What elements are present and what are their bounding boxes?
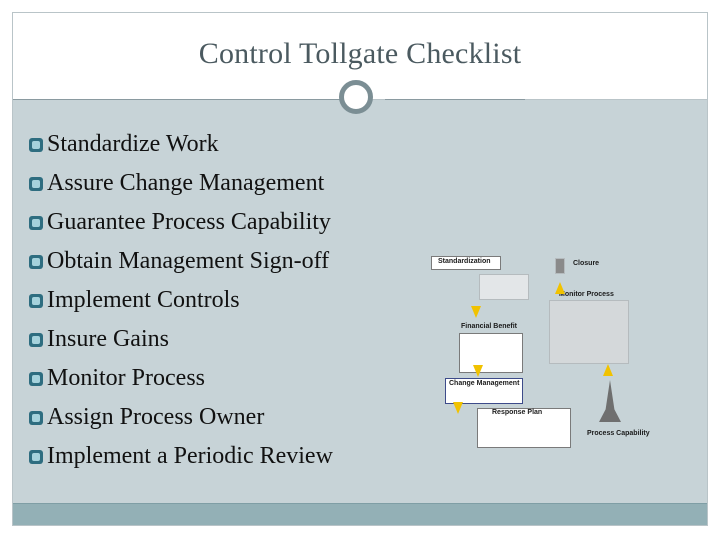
financial-benefit-chart (459, 333, 523, 373)
standardization-label: Standardization (438, 258, 491, 265)
checkbox-bullet-icon (29, 254, 43, 269)
response-plan-label: Response Plan (492, 409, 543, 416)
checklist-item: Implement a Periodic Review (29, 437, 449, 476)
closure-label: Closure (573, 260, 600, 267)
checklist-item-label: Obtain Management Sign-off (47, 248, 330, 274)
slide-title: Control Tollgate Checklist (198, 37, 522, 70)
checklist-item-label: Implement Controls (47, 287, 240, 313)
checklist-item: Guarantee Process Capability (29, 203, 449, 242)
checklist-item: Monitor Process (29, 359, 449, 398)
checkbox-bullet-icon (29, 332, 43, 347)
checkbox-bullet-icon (29, 293, 43, 308)
standardization-box: Standardization (431, 256, 501, 270)
change-management-box: Change Management (445, 378, 523, 404)
change-management-label: Change Management (449, 380, 520, 387)
checklist-item: Assign Process Owner (29, 398, 449, 437)
checkbox-bullet-icon (29, 371, 43, 386)
checklist-item: Implement Controls (29, 281, 449, 320)
checklist-item-label: Implement a Periodic Review (47, 443, 333, 469)
circle-ornament-icon (339, 80, 373, 114)
checkbox-bullet-icon (29, 176, 43, 191)
checklist-item: Insure Gains (29, 320, 449, 359)
monitor-process-label: Monitor Process (559, 291, 614, 298)
checklist-item-label: Insure Gains (47, 326, 169, 352)
capability-distribution-icon (599, 380, 621, 422)
arrow-up-icon (603, 364, 613, 376)
checklist-item-label: Monitor Process (47, 365, 205, 391)
trophy-icon (555, 258, 565, 274)
control-process-diagram: Standardization Closure Monitor Process … (431, 248, 661, 453)
checkbox-bullet-icon (29, 449, 43, 464)
monitor-process-illustration (549, 300, 629, 364)
checklist-item-label: Guarantee Process Capability (47, 209, 331, 235)
response-plan-table: Response Plan (477, 408, 571, 448)
checklist: Standardize Work Assure Change Managemen… (29, 125, 449, 476)
title-rule-right (385, 99, 525, 100)
checkbox-bullet-icon (29, 215, 43, 230)
checkbox-bullet-icon (29, 410, 43, 425)
title-rule-left (13, 99, 341, 100)
checkbox-bullet-icon (29, 137, 43, 152)
slide: Control Tollgate Checklist Standardize W… (12, 12, 708, 526)
arrow-down-icon (471, 306, 481, 318)
checklist-item-label: Assign Process Owner (47, 404, 265, 430)
footer-bar (13, 503, 707, 525)
checklist-item: Standardize Work (29, 125, 449, 164)
arrow-down-icon (473, 365, 483, 377)
checklist-item: Assure Change Management (29, 164, 449, 203)
checklist-item: Obtain Management Sign-off (29, 242, 449, 281)
checklist-item-label: Standardize Work (47, 131, 219, 157)
process-capability-label: Process Capability (587, 430, 650, 437)
arrow-down-icon (453, 402, 463, 414)
financial-benefit-label: Financial Benefit (461, 323, 518, 330)
arrow-up-icon (555, 282, 565, 294)
standardization-illustration (479, 274, 529, 300)
checklist-item-label: Assure Change Management (47, 170, 325, 196)
